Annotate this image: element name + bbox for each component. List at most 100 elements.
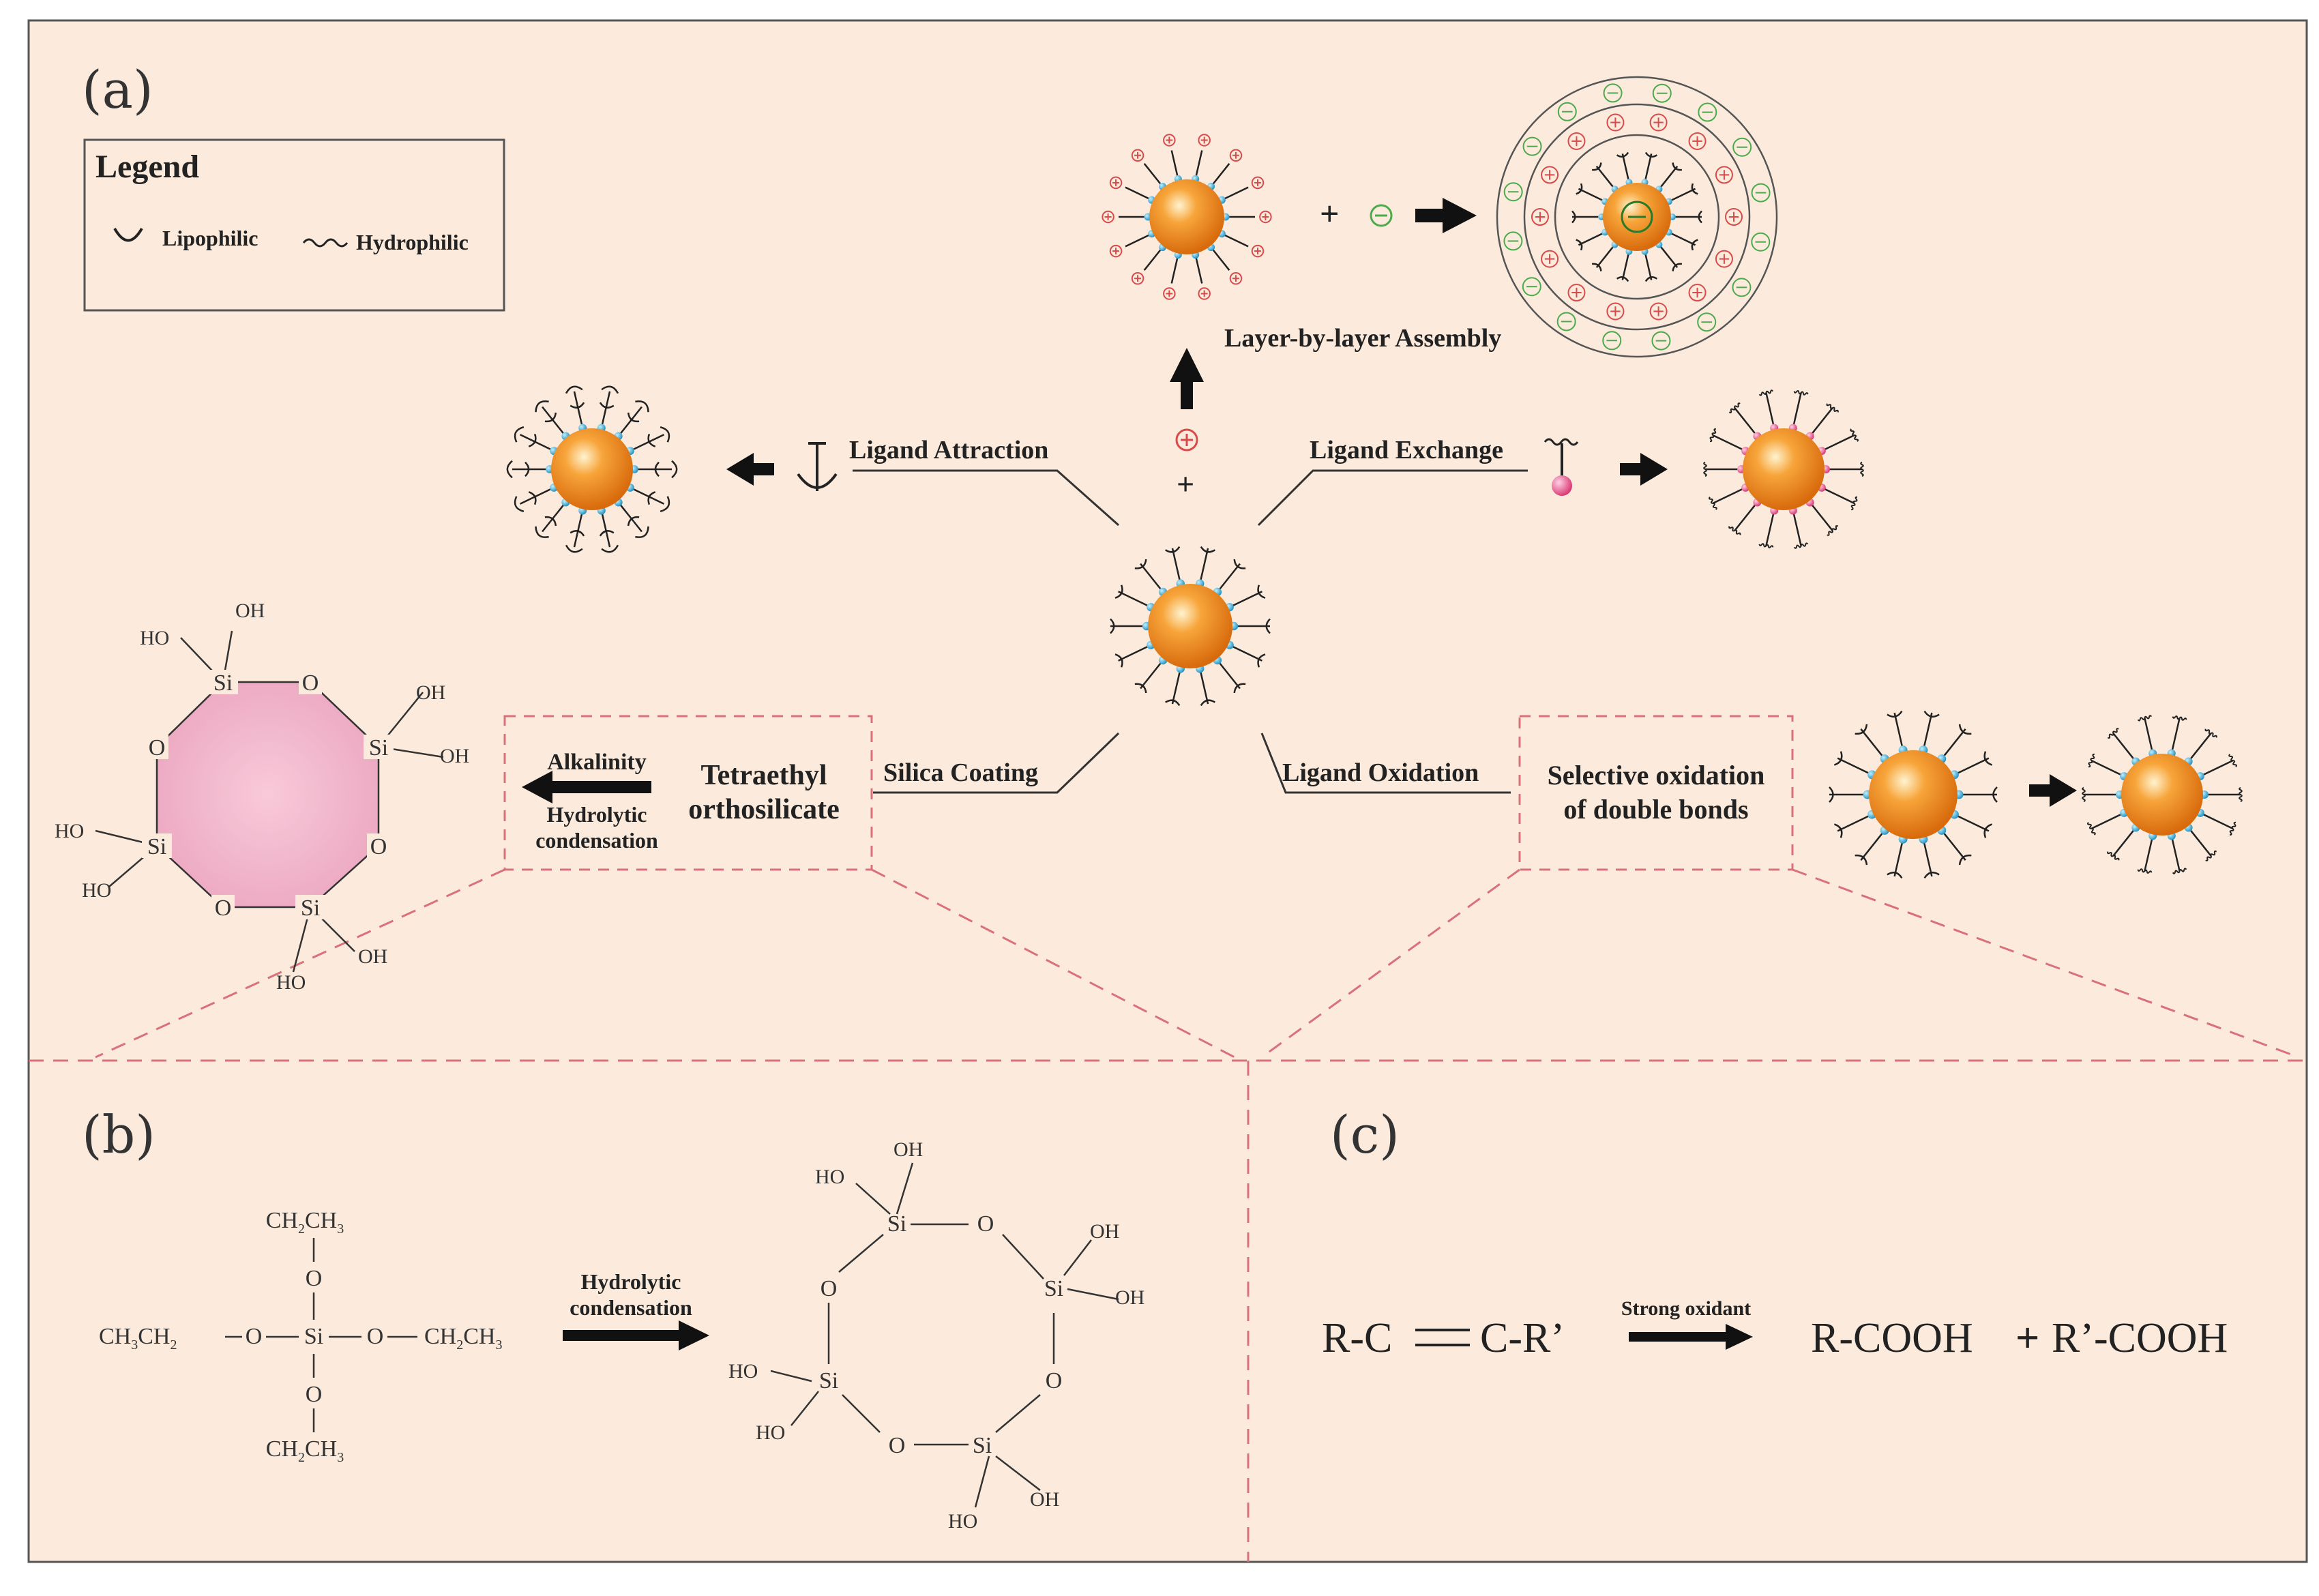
oxidation-before-particle [1829, 710, 1998, 879]
oxidation-dashed-box [1518, 715, 1794, 871]
label-layer-by-layer: Layer-by-layer Assembly [1224, 324, 1501, 353]
plus-sign-center: + [1177, 467, 1194, 501]
ring-si-3: Si [973, 1433, 992, 1458]
arrow-right-b [563, 1320, 709, 1350]
teos-right-chain: CH2CH3 [424, 1324, 502, 1353]
lipophilic-icon [113, 227, 143, 242]
label-teos-line2: orthosilicate [688, 794, 840, 825]
label-hydrolytic-b: Hydrolytic [581, 1269, 681, 1294]
silica-oh-1: OH [235, 600, 265, 622]
teos-o-top: O [306, 1266, 323, 1291]
rxn-product-1: R-COOH [1811, 1315, 1973, 1361]
ring-o-3: O [889, 1433, 906, 1458]
ligand-attraction-particle [506, 385, 678, 553]
silica-oh-3: OH [440, 745, 469, 767]
silica-ho-1: HO [140, 627, 169, 649]
lbl-assembled-particle [1496, 76, 1778, 358]
ring-oh-2: OH [1090, 1220, 1119, 1243]
silica-ho-2: HO [55, 820, 84, 842]
positive-ion-reagent [1175, 428, 1198, 452]
anchor-ligand-icon [797, 442, 838, 491]
label-ligand-oxidation: Ligand Oxidation [1282, 758, 1479, 787]
double-bond [1415, 1329, 1470, 1346]
silica-oh-2: OH [416, 681, 445, 704]
ring-si-4: Si [819, 1368, 838, 1393]
particles-group [188, 76, 2243, 879]
zoom-lines [95, 868, 2299, 1059]
label-strong-oxidant: Strong oxidant [1621, 1297, 1751, 1320]
silica-oh-4: OH [358, 945, 387, 968]
silica-si-1: Si [213, 670, 233, 696]
arrow-left-alkalinity [522, 771, 651, 803]
exchange-ligand-icon [1543, 438, 1579, 496]
ring-ho-4: HO [948, 1510, 977, 1533]
teos-si: Si [304, 1324, 323, 1349]
silica-o-2: O [370, 834, 387, 859]
ring-o-1: O [977, 1211, 994, 1237]
arrow-right-oxidation [2029, 774, 2077, 807]
connector-lines [853, 469, 1528, 794]
label-ligand-attraction: Ligand Attraction [849, 436, 1048, 464]
panel-label-b: (b) [82, 1104, 156, 1165]
legend-box: Legend Lipophilic Hydrophilic [83, 138, 505, 312]
hydrophilic-icon [302, 238, 349, 248]
rxn-plus: + [2015, 1315, 2039, 1361]
ring-oh-4: OH [1030, 1488, 1059, 1511]
arrow-right-c [1629, 1324, 1753, 1350]
rxn-reactant-left: R-C [1322, 1315, 1392, 1361]
label-condensation-a: condensation [535, 828, 658, 853]
teos-structure: CH2CH3 O Si O CH2CH3 CH3CH2 O O CH2CH3 [99, 1208, 502, 1465]
ring-oh-1: OH [893, 1138, 923, 1161]
ring-oh-3: OH [1115, 1286, 1144, 1309]
legend-title: Legend [95, 149, 199, 185]
ring-ho-2: HO [728, 1360, 758, 1383]
plus-sign-lbl: + [1320, 194, 1340, 233]
silica-o-4: O [149, 735, 166, 760]
label-alkalinity: Alkalinity [547, 750, 646, 775]
rxn-product-2: R’-COOH [2052, 1315, 2228, 1361]
teos-bottom-ch2ch3: CH2CH3 [266, 1436, 344, 1465]
silica-si-2: Si [369, 735, 388, 760]
label-ligand-exchange: Ligand Exchange [1310, 436, 1503, 464]
silica-o-1: O [302, 670, 319, 696]
ligand-exchange-particle [1703, 389, 1864, 549]
teos-o-bottom: O [306, 1382, 323, 1407]
ring-o-4: O [821, 1276, 838, 1301]
arrow-up-lbl [1170, 348, 1204, 409]
silica-si-4: Si [147, 834, 166, 859]
ring-ho-1: HO [815, 1166, 844, 1188]
silica-o-3: O [215, 896, 232, 921]
teos-top-ch2ch3: CH2CH3 [266, 1208, 344, 1237]
central-nanoparticle [1110, 546, 1271, 707]
rxn-reactant-right: C-R’ [1480, 1315, 1565, 1361]
label-selective-line1: Selective oxidation [1548, 760, 1765, 790]
silica-si-3: Si [301, 896, 320, 921]
silica-ho-4: HO [276, 971, 306, 994]
ring-ho-3: HO [756, 1421, 785, 1444]
label-hydrolytic-a: Hydrolytic [547, 802, 647, 827]
label-selective-line2: of double bonds [1563, 794, 1748, 825]
negative-ion-reagent [1370, 204, 1393, 227]
lbl-positive-particle [1102, 134, 1272, 300]
teos-o-left: O [246, 1324, 263, 1349]
arrow-right-lbl [1415, 198, 1477, 233]
silica-dashed-box [503, 715, 873, 871]
arrow-left-attraction [726, 453, 774, 486]
panel-label-a: (a) [82, 59, 153, 120]
teos-o-right: O [367, 1324, 384, 1349]
label-silica-coating: Silica Coating [883, 758, 1038, 787]
ring-o-2: O [1046, 1368, 1063, 1393]
arrow-right-exchange [1620, 453, 1668, 486]
silica-ring-structure: Si O Si O Si O Si O OH HO OH OH HO HO HO… [728, 1138, 1144, 1533]
silica-coated-particle: Si O Si O Si O Si O OH HO OH OH HO HO HO… [55, 600, 469, 994]
ring-si-1: Si [887, 1211, 906, 1237]
legend-lipophilic: Lipophilic [162, 226, 259, 250]
label-condensation-b: condensation [570, 1295, 692, 1320]
ring-si-2: Si [1044, 1276, 1063, 1301]
oxidation-after-particle [2082, 715, 2243, 874]
legend-hydrophilic: Hydrophilic [356, 230, 469, 254]
panel-label-c: (c) [1330, 1104, 1400, 1165]
silica-ho-3: HO [82, 879, 111, 902]
